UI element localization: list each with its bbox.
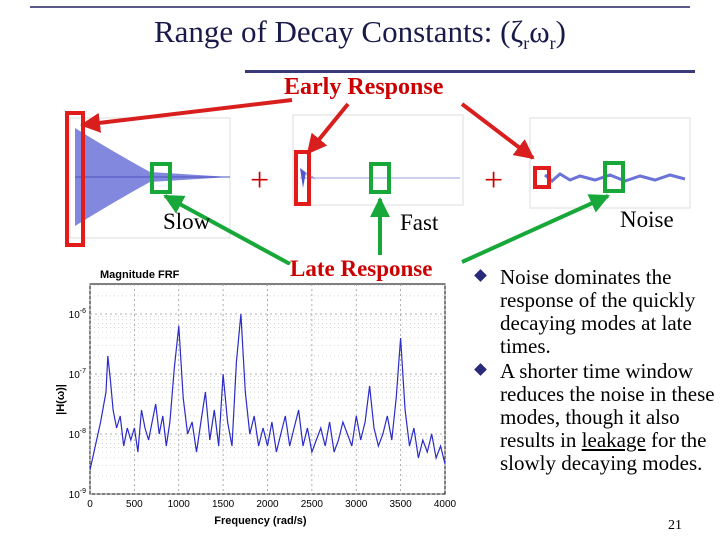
late-window-slow — [150, 162, 172, 194]
early-window-fast — [294, 150, 311, 206]
plus-sign-1: + — [250, 162, 270, 199]
y-axis-label: |H(ω)| — [55, 384, 67, 415]
x-tick-label: 0 — [87, 499, 93, 510]
x-tick-label: 4000 — [434, 499, 457, 510]
bullet-item: A shorter time window reduces the noise … — [474, 360, 716, 475]
x-tick-label: 1000 — [168, 499, 191, 510]
late-arrow-noise — [461, 194, 610, 264]
frf-series-line — [89, 313, 446, 471]
early-response-label: Early Response — [284, 74, 444, 100]
plus-sign-2: + — [484, 162, 504, 199]
y-tick-label: 10-8 — [69, 428, 86, 441]
fast-label: Fast — [400, 210, 439, 235]
x-tick-label: 2000 — [256, 499, 279, 510]
early-window-slow — [65, 111, 85, 247]
x-tick-label: 3000 — [345, 499, 368, 510]
late-arrow-slow — [163, 194, 291, 265]
title-top-line — [30, 6, 690, 8]
chart-title: Magnitude FRF — [100, 269, 180, 281]
y-tick-label: 10-6 — [69, 308, 86, 321]
x-tick-label: 1500 — [212, 499, 235, 510]
title-underline-rule — [245, 70, 695, 73]
slow-label: Slow — [163, 209, 211, 234]
early-arrow-noise — [460, 102, 535, 160]
x-axis-label: Frequency (rad/s) — [214, 515, 307, 527]
early-arrow-slow — [80, 98, 293, 133]
late-window-fast — [369, 162, 391, 194]
response-diagram — [65, 98, 691, 265]
early-window-noise — [533, 166, 551, 189]
noise-signal — [544, 172, 686, 183]
y-tick-label: 10-9 — [69, 488, 86, 501]
late-window-noise — [603, 161, 625, 193]
bullet-item: Noise dominates the response of the quic… — [474, 266, 716, 358]
x-tick-label: 3500 — [390, 499, 413, 510]
bullet-list: Noise dominates the response of the quic… — [474, 266, 716, 477]
x-tick-label: 2500 — [301, 499, 324, 510]
y-tick-label: 10-7 — [69, 368, 86, 381]
late-response-label: Late Response — [290, 256, 433, 281]
early-arrow-fast — [306, 102, 350, 155]
diamond-bullet-icon — [474, 363, 487, 376]
noise-label: Noise — [620, 207, 674, 232]
x-tick-label: 500 — [126, 499, 143, 510]
diamond-bullet-icon — [474, 269, 487, 282]
page-number: 21 — [668, 518, 682, 533]
magnitude-frf-chart: 0 500 1000 1500 2000 2500 3000 3500 4000 10-6 10-7… — [55, 269, 457, 527]
slide-title: Range of Decay Constants: (ζrωr) — [154, 14, 566, 54]
